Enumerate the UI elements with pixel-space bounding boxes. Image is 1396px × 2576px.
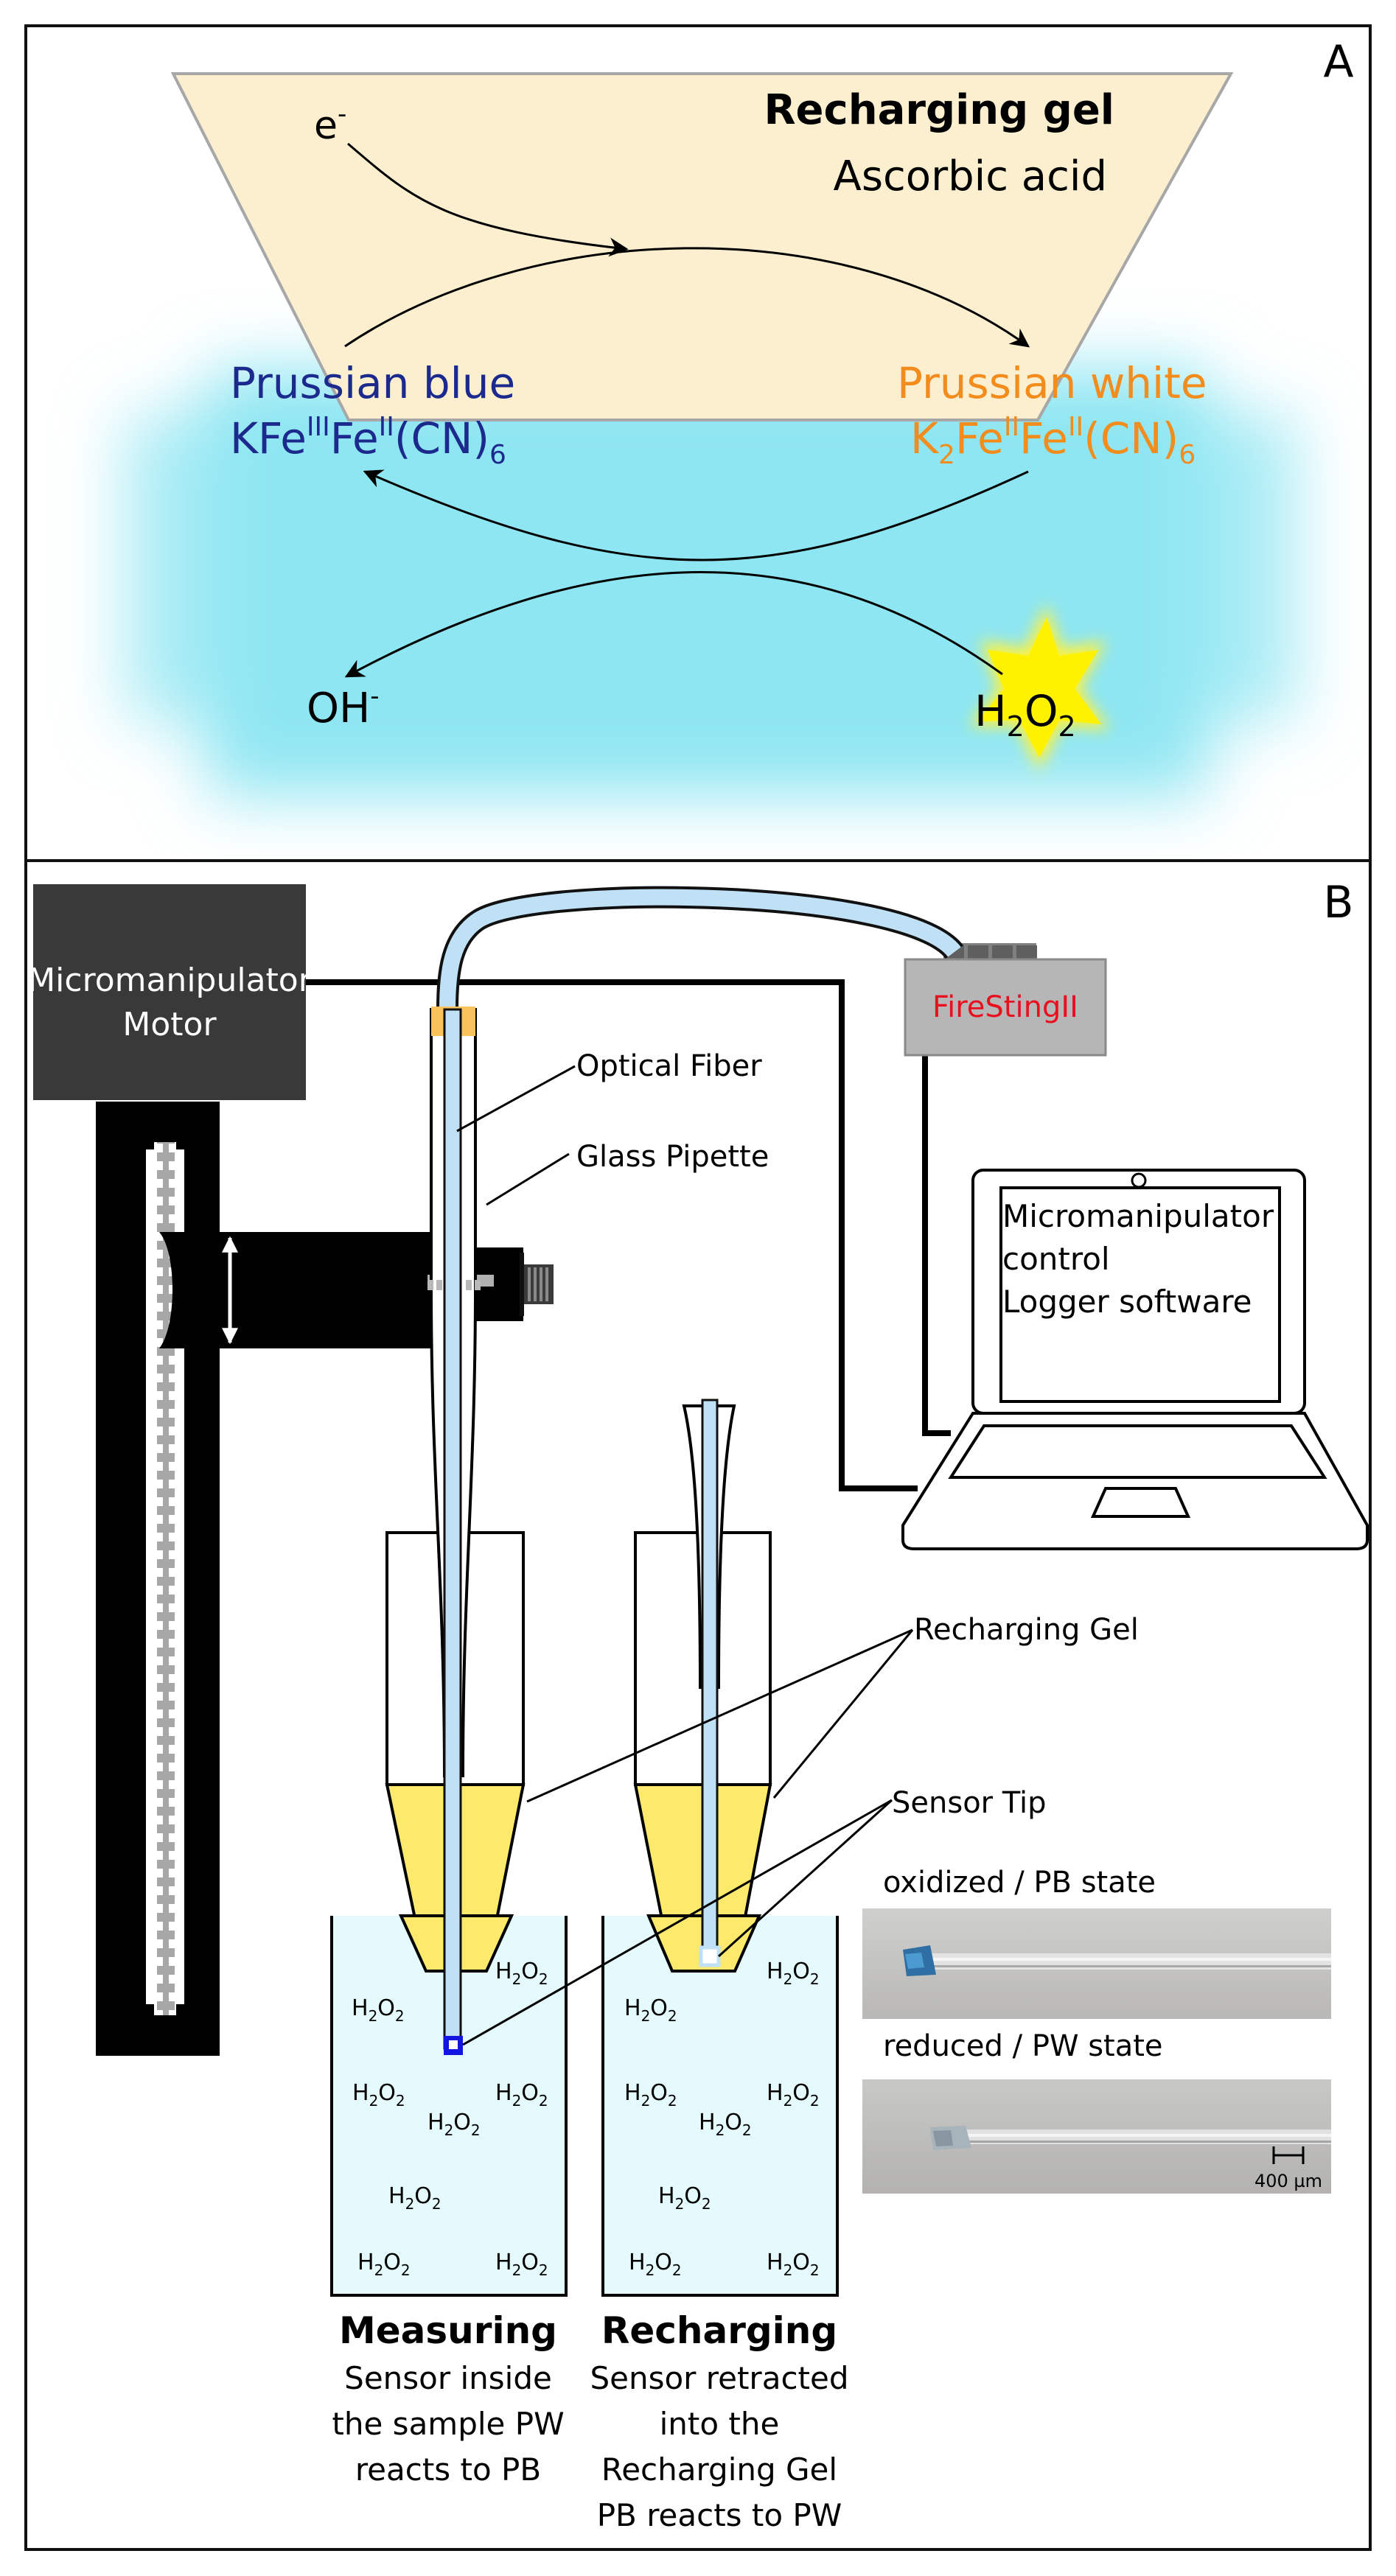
oxidized-caption: oxidized / PB state [883, 1866, 1156, 1900]
h2o2-label: H2O2 [352, 2080, 405, 2110]
h2o2-label: H2O2 [624, 2080, 677, 2110]
peroxide-star [977, 617, 1101, 757]
panel-label-a: A [1323, 36, 1353, 88]
h2o2-label: H2O2 [629, 2250, 682, 2279]
gel-title: Recharging gel [764, 86, 1114, 134]
prussian-white-name: Prussian white [897, 358, 1207, 408]
sensor-tip-label: Sensor Tip [892, 1786, 1047, 1820]
carriage [159, 1232, 442, 1348]
optical-fiber-label: Optical Fiber [576, 1049, 762, 1083]
firesting-cable [922, 1054, 951, 1436]
h2o2-label: H2O2 [495, 1959, 548, 1988]
reduced-caption: reduced / PW state [883, 2029, 1163, 2063]
photo-oxidized [862, 1908, 1331, 2019]
prussian-blue-formula: KFeIIIFeII(CN)6 [230, 412, 506, 470]
electron-label: e- [314, 99, 346, 148]
scale-bar-label: 400 µm [1254, 2171, 1322, 2191]
motor-cable [306, 979, 918, 1491]
scale-bar [1272, 2146, 1305, 2164]
star-glow [969, 604, 1109, 770]
peroxide-arrow [344, 571, 1003, 678]
measuring-title: Measuring [339, 2309, 557, 2352]
h2o2-label: H2O2 [495, 2250, 548, 2279]
callout-lines [456, 1065, 914, 2046]
recharging-h2o2-labels: H2O2 H2O2 H2O2 H2O2 H2O2 H2O2 H2O2 H2O2 [624, 1959, 820, 2279]
hydroxide-label: OH- [307, 682, 379, 732]
h2o2-label: H2O2 [352, 1995, 405, 2025]
recharging-beaker [601, 1916, 839, 2297]
h2o2-label: H2O2 [699, 2110, 752, 2139]
panel-a: A e- Recharging gel Ascorbic acid Prussi… [24, 24, 1372, 862]
prussian-blue-name: Prussian blue [230, 358, 515, 408]
h2o2-label: H2O2 [357, 2250, 411, 2279]
h2o2-label: H2O2 [388, 2183, 442, 2213]
h2o2-label: H2O2 [767, 2080, 820, 2110]
firesting-device: FireStingII [904, 943, 1107, 1057]
prussian-white-formula: K2FeIIFeII(CN)6 [910, 412, 1196, 470]
micromanipulator-motor [33, 884, 306, 1100]
oxidation-arrow [344, 247, 1030, 348]
micromanipulator-stand [96, 1102, 554, 2056]
recharging-title: Recharging [601, 2309, 837, 2352]
h2o2-label: H2O2 [624, 1995, 677, 2025]
optical-fiber [443, 1008, 462, 2050]
recharging-gel-label: Recharging Gel [914, 1613, 1139, 1647]
h2o2-label: H2O2 [767, 1959, 820, 1988]
photo-reduced [862, 2079, 1331, 2194]
recharging-fiber [701, 1399, 719, 1950]
h2o2-label: H2O2 [658, 2183, 711, 2213]
h2o2-label: H2O2 [767, 2250, 820, 2279]
h2o2-label: H2O2 [495, 2080, 548, 2110]
firesting-label: FireStingII [932, 990, 1078, 1024]
electron-arrow [347, 142, 629, 257]
panel-label-b: B [1323, 877, 1353, 928]
measuring-h2o2-labels: H2O2 H2O2 H2O2 H2O2 H2O2 H2O2 H2O2 H2O2 [352, 1959, 548, 2279]
reduction-arrow [363, 469, 1029, 561]
gel-subtitle: Ascorbic acid [834, 153, 1107, 200]
h2o2-label: H2O2 [427, 2110, 481, 2139]
peroxide-label: H2O2 [974, 686, 1076, 743]
recharging-gel-region [170, 72, 1234, 421]
solution-glow [125, 368, 1297, 796]
glass-pipette-label: Glass Pipette [576, 1140, 769, 1174]
